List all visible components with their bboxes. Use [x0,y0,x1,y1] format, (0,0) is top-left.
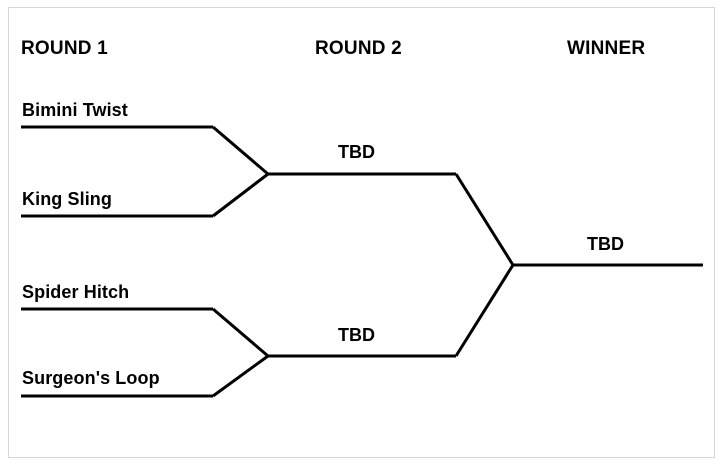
bracket-entry-spider-hitch: Spider Hitch [22,282,130,302]
column-header-round-2: ROUND 2 [315,38,402,59]
bracket-slot-round2-top: TBD [338,142,375,162]
bracket-entry-surgeons-loop: Surgeon's Loop [22,368,160,388]
canvas-border [8,7,715,458]
column-header-round-1: ROUND 1 [21,38,108,59]
bracket-slot-round2-bottom: TBD [338,325,375,345]
bracket-slot-winner: TBD [587,234,624,254]
bracket-entry-bimini-twist: Bimini Twist [22,100,128,120]
bracket-entry-king-sling: King Sling [22,189,112,209]
column-header-winner: WINNER [567,38,646,59]
